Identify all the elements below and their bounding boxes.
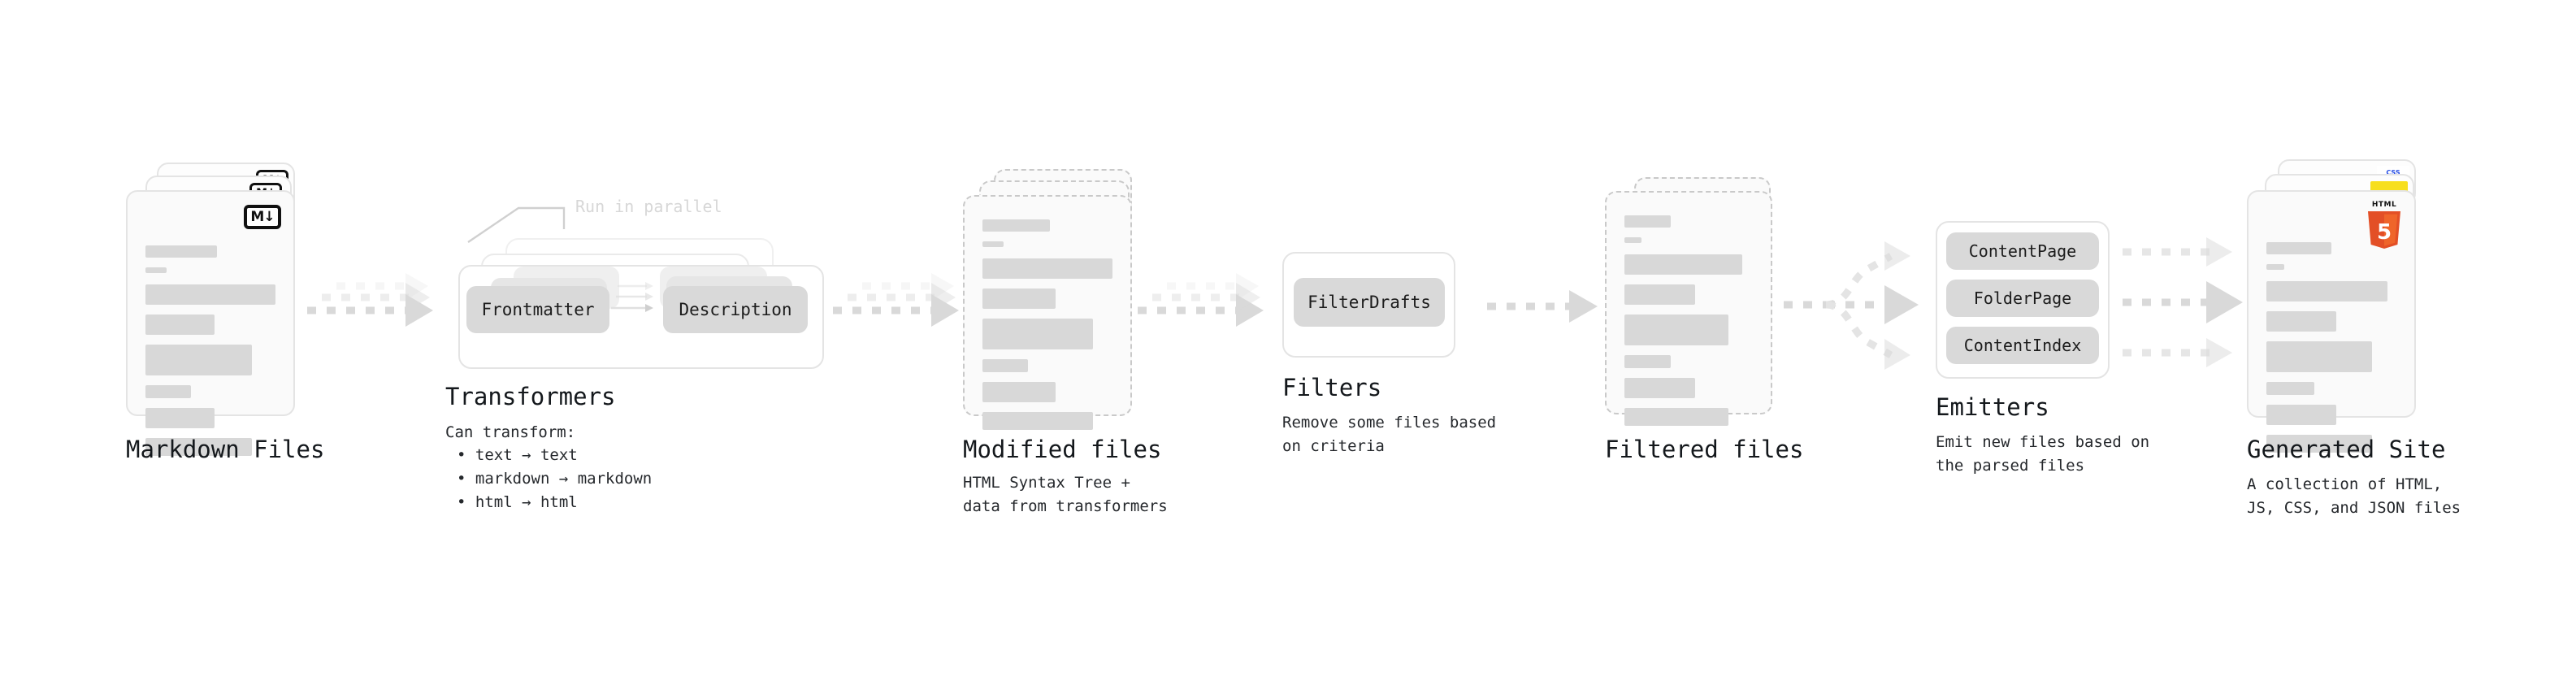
modified-card-front <box>963 195 1132 430</box>
placeholder-line <box>145 345 253 375</box>
css-badge-label: CSS <box>2386 169 2400 176</box>
connector-transformers-to-modified <box>833 268 975 341</box>
generated-placeholder-lines <box>2266 242 2396 462</box>
placeholder-line <box>1624 355 1671 368</box>
placeholder-line <box>1624 408 1728 426</box>
run-in-parallel-label: Run in parallel <box>575 197 722 216</box>
placeholder-line <box>2266 382 2315 395</box>
placeholder-line <box>145 385 191 398</box>
placeholder-line <box>2266 311 2337 332</box>
markdown-card-front: M↓ <box>126 190 295 456</box>
placeholder-line <box>1624 314 1728 345</box>
stage-markdown-files: M↓ M↓ M↓ Markdown Files <box>126 163 324 463</box>
filtered-placeholder-lines <box>1624 215 1753 436</box>
modified-files-subtitle: HTML Syntax Tree + data from transformer… <box>963 474 1168 515</box>
stage-title-modified-files: Modified files <box>963 436 1162 463</box>
filtered-card-front <box>1605 191 1772 426</box>
placeholder-line <box>982 288 1056 309</box>
stage-title-generated-site: Generated Site <box>2247 436 2446 463</box>
transformer-pill-description-label: Description <box>679 300 792 319</box>
stage-title-markdown-files: Markdown Files <box>126 436 325 463</box>
emitter-pill-contentindex-label: ContentIndex <box>1963 336 2082 355</box>
placeholder-line <box>982 219 1051 232</box>
placeholder-line <box>145 245 217 258</box>
placeholder-line <box>2266 341 2372 372</box>
transformers-bullet-0: • text → text <box>457 446 578 464</box>
connector-emitters-to-site <box>2123 229 2265 375</box>
placeholder-line <box>1624 237 1641 243</box>
placeholder-line <box>1624 254 1743 275</box>
placeholder-line <box>982 382 1056 402</box>
placeholder-line <box>982 359 1028 372</box>
transformer-pill-frontmatter[interactable]: Frontmatter <box>466 286 609 333</box>
html5-badge-label: HTML <box>2371 201 2397 209</box>
stage-title-transformers: Transformers <box>445 383 616 410</box>
html5-badge: HTML 5 <box>2362 202 2406 249</box>
emitter-pill-contentpage-label: ContentPage <box>1968 241 2077 261</box>
placeholder-line <box>145 284 275 305</box>
emitter-pill-contentpage[interactable]: ContentPage <box>1946 232 2099 270</box>
emitter-pill-folderpage-label: FolderPage <box>1973 288 2072 308</box>
placeholder-line <box>145 408 215 428</box>
stage-title-emitters: Emitters <box>1936 393 2049 421</box>
filter-pill-filterdrafts[interactable]: FilterDrafts <box>1294 278 1445 327</box>
placeholder-line <box>2266 405 2337 425</box>
transformer-pill-frontmatter-label: Frontmatter <box>481 300 595 319</box>
placeholder-line <box>145 314 215 335</box>
placeholder-line <box>1624 378 1695 398</box>
placeholder-line <box>982 412 1093 430</box>
transformers-bullet-list: • text → text • markdown → markdown • ht… <box>457 444 652 514</box>
emitters-subtitle: Emit new files based on the parsed files <box>1936 433 2150 475</box>
placeholder-line <box>2266 281 2387 301</box>
svg-text:5: 5 <box>2377 220 2392 245</box>
markdown-badge-front: M↓ <box>244 205 281 229</box>
placeholder-line <box>982 241 1004 247</box>
modified-placeholder-lines <box>982 219 1112 440</box>
modified-card-stack <box>963 163 1138 430</box>
transformers-bullet-1: • markdown → markdown <box>457 469 653 488</box>
placeholder-line <box>145 438 253 456</box>
stage-filtered-files: Filtered files <box>1605 177 1803 463</box>
stage-title-filters: Filters <box>1282 374 1382 401</box>
connector-modified-to-filters <box>1138 268 1280 341</box>
placeholder-line <box>2266 435 2372 453</box>
placeholder-line <box>145 267 167 273</box>
connector-filters-to-filtered <box>1487 288 1609 324</box>
connector-markdown-to-transformers <box>307 268 449 341</box>
transformers-bullet-2: • html → html <box>457 492 578 511</box>
placeholder-line <box>982 258 1112 279</box>
emitter-pill-folderpage[interactable]: FolderPage <box>1946 280 2099 317</box>
stage-modified-files: Modified files HTML Syntax Tree + data f… <box>963 163 1168 515</box>
placeholder-line <box>2266 264 2285 270</box>
emitter-pill-contentindex[interactable]: ContentIndex <box>1946 327 2099 364</box>
generated-card-front: HTML 5 <box>2247 190 2416 453</box>
markdown-card-stack: M↓ M↓ M↓ <box>126 163 301 456</box>
transformer-inner-arrows <box>611 282 653 312</box>
stage-title-filtered-files: Filtered files <box>1605 436 1804 463</box>
transformers-subtitle-heading: Can transform: <box>445 423 576 441</box>
generated-site-subtitle: A collection of HTML, JS, CSS, and JSON … <box>2247 475 2461 517</box>
stage-generated-site: CSS HTML 5 <box>2247 159 2461 517</box>
placeholder-line <box>982 319 1093 349</box>
placeholder-line <box>1624 284 1695 305</box>
generated-card-stack: CSS HTML 5 <box>2247 159 2422 453</box>
placeholder-line <box>2266 242 2331 254</box>
transformer-pill-description[interactable]: Description <box>663 286 808 333</box>
connector-filtered-to-emitters <box>1784 232 1934 378</box>
filtered-card-stack <box>1605 177 1780 426</box>
filters-subtitle: Remove some files based on criteria <box>1282 414 1497 455</box>
run-in-parallel-leader <box>467 206 566 243</box>
placeholder-line <box>1624 215 1671 228</box>
filter-pill-filterdrafts-label: FilterDrafts <box>1308 293 1431 312</box>
markdown-placeholder-lines <box>145 245 275 466</box>
